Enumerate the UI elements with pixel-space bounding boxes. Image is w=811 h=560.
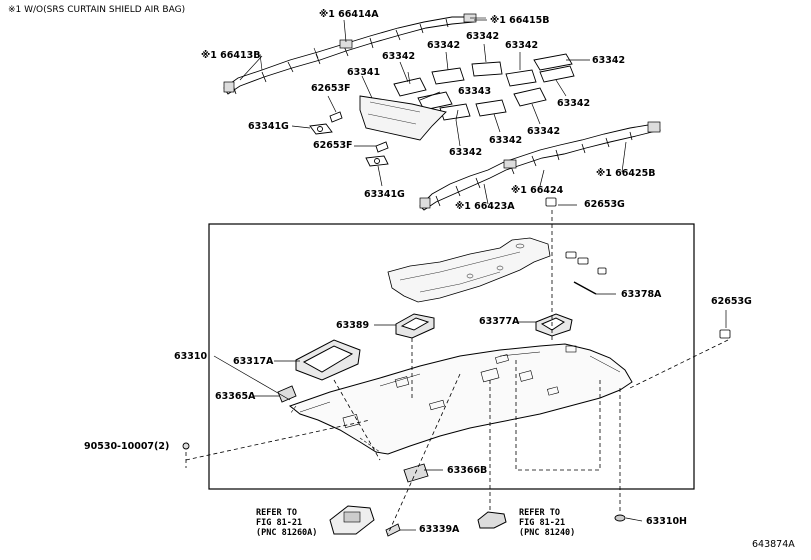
bezel-63377A [535,313,573,337]
label-90530-10007[interactable]: 90530-10007(2) [84,441,170,452]
label-63342-i[interactable]: 63342 [449,147,483,158]
reference-left[interactable]: REFER TO FIG 81-21 (PNC 81260A) [256,508,317,538]
label-66414A[interactable]: ※1 66414A [319,9,379,20]
label-63342-b[interactable]: 63342 [427,40,461,51]
label-63342-a[interactable]: 63342 [382,51,416,62]
airbag-rail-left-upper [223,13,486,95]
bezel-63389 [395,313,435,339]
label-63342-g[interactable]: 63342 [527,126,561,137]
reference-left-line1: REFER TO [256,508,297,518]
clips-left [309,111,389,167]
clip-63310H [614,514,626,522]
screw-90530 [182,442,190,450]
label-66423A[interactable]: ※1 66423A [455,201,515,212]
label-62653G-a[interactable]: 62653G [584,199,625,210]
small-clips-right [545,197,731,339]
ref-lamp-left [329,505,375,535]
reference-right-line2: FIG 81-21 [519,518,566,528]
header-note: ※1 W/O(SRS CURTAIN SHIELD AIR BAG) [8,5,186,15]
reference-right[interactable]: REFER TO FIG 81-21 (PNC 81240) [519,508,575,538]
label-63365A[interactable]: 63365A [215,391,256,402]
bezel-63317A [295,339,361,381]
label-63342-e[interactable]: 63342 [592,55,626,66]
label-62653F-a[interactable]: 62653F [311,83,351,94]
label-63378A[interactable]: 63378A [621,289,662,300]
roof-pads [359,53,575,141]
reference-right-line1: REFER TO [519,508,560,518]
airbag-rail-right-lower [419,121,661,211]
upper-sheet [387,237,551,303]
label-63310H[interactable]: 63310H [646,516,688,527]
clip-63339A [385,523,401,537]
label-63341G-a[interactable]: 63341G [248,121,289,132]
label-63339A[interactable]: 63339A [419,524,460,535]
label-63341G-b[interactable]: 63341G [364,189,405,200]
label-63342-c[interactable]: 63342 [466,31,500,42]
label-63342-h[interactable]: 63342 [489,135,523,146]
clip-63366B [403,463,429,483]
label-63377A[interactable]: 63377A [479,316,520,327]
reference-left-line3: (PNC 81260A) [256,528,318,538]
label-63343[interactable]: 63343 [458,86,492,97]
label-63310[interactable]: 63310 [174,351,208,362]
figure-id: 643874A [752,539,795,550]
reference-left-line2: FIG 81-21 [256,518,303,528]
label-63366B[interactable]: 63366B [447,465,488,476]
label-66415B[interactable]: ※1 66415B [490,15,550,26]
label-leaders [213,19,727,531]
label-66425B[interactable]: ※1 66425B [596,168,656,179]
label-63341[interactable]: 63341 [347,67,381,78]
ref-lamp-right [477,511,507,529]
dashed-leaders [185,210,729,535]
label-62653G-b[interactable]: 62653G [711,296,752,307]
label-63389[interactable]: 63389 [336,320,370,331]
label-63342-f[interactable]: 63342 [557,98,591,109]
label-66424[interactable]: ※1 66424 [511,185,564,196]
label-62653F-b[interactable]: 62653F [313,140,353,151]
label-63317A[interactable]: 63317A [233,356,274,367]
label-63342-d[interactable]: 63342 [505,40,539,51]
reference-right-line3: (PNC 81240) [519,528,576,538]
label-66413B[interactable]: ※1 66413B [201,50,261,61]
clip-63365A [277,385,297,403]
